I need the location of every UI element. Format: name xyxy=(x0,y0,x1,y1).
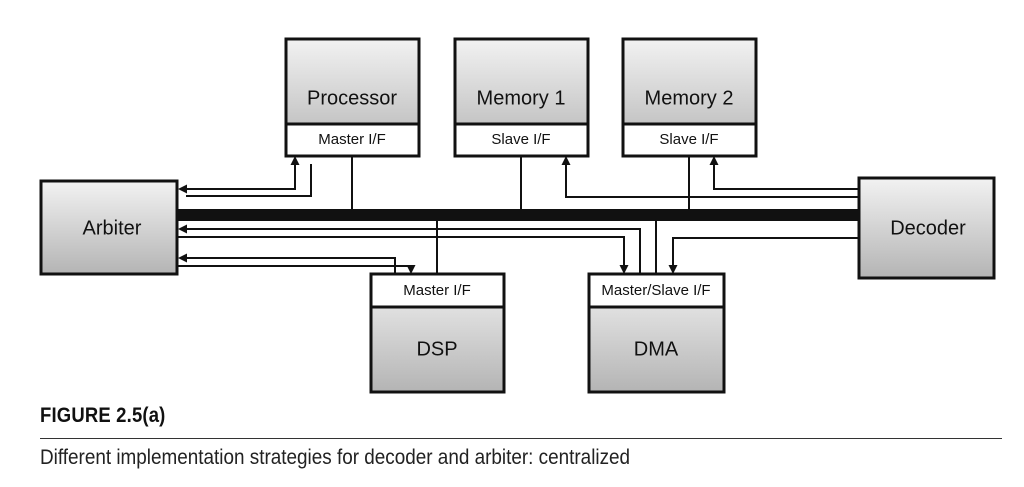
memory2-label: Memory 2 xyxy=(645,87,734,109)
decoder-label: Decoder xyxy=(890,217,966,239)
caption-divider xyxy=(40,438,1002,439)
arrow-to-memory1 xyxy=(561,156,571,165)
memory1-interface xyxy=(453,122,590,158)
arrow-to-dsp xyxy=(406,265,416,274)
arbiter-label: Arbiter xyxy=(83,217,142,239)
memory2-interface-label: Slave I/F xyxy=(659,131,718,148)
memory2-block: Memory 2 Slave I/F xyxy=(621,37,758,158)
figure-title: FIGURE 2.5(a) xyxy=(40,404,166,427)
dsp-block: Master I/F DSP xyxy=(369,272,506,394)
arrow-to-arbiter-dsp xyxy=(178,253,187,263)
processor-block: Processor Master I/F xyxy=(284,37,421,158)
dma-interface xyxy=(587,272,726,309)
arrow-to-arbiter xyxy=(178,184,187,194)
processor-label: Processor xyxy=(307,87,397,109)
processor-interface-label: Master I/F xyxy=(318,131,386,148)
arrow-to-dma xyxy=(619,265,629,274)
dma-arbiter-signals xyxy=(178,224,641,274)
dsp-interface xyxy=(369,272,506,309)
bus-architecture-diagram: Processor Master I/F Memory 1 Slave I/F … xyxy=(39,37,996,394)
dma-block: Master/Slave I/F DMA xyxy=(587,272,726,394)
dma-label: DMA xyxy=(634,338,679,360)
shared-bus xyxy=(178,209,860,221)
memory1-interface-label: Slave I/F xyxy=(491,131,550,148)
decoder-block: Decoder xyxy=(857,176,996,280)
figure-caption: Different implementation strategies for … xyxy=(40,446,631,469)
memory1-block: Memory 1 Slave I/F xyxy=(453,37,590,158)
arrow-to-memory2 xyxy=(709,156,719,165)
dsp-label: DSP xyxy=(416,338,457,360)
memory1-label: Memory 1 xyxy=(477,87,566,109)
decoder-dma-select xyxy=(668,237,859,274)
bus-connections xyxy=(351,156,690,274)
arrow-to-dma-select xyxy=(668,265,678,274)
dsp-arbiter-signals xyxy=(176,253,416,274)
arrow-to-processor xyxy=(290,156,300,165)
processor-arbiter-signals xyxy=(178,156,312,197)
dsp-interface-label: Master I/F xyxy=(403,282,471,299)
arbiter-block: Arbiter xyxy=(39,179,179,276)
arrow-to-arbiter-dma xyxy=(178,224,187,234)
memory2-interface xyxy=(621,122,758,158)
decoder-memory-selects xyxy=(561,156,859,198)
dma-interface-label: Master/Slave I/F xyxy=(601,282,710,299)
